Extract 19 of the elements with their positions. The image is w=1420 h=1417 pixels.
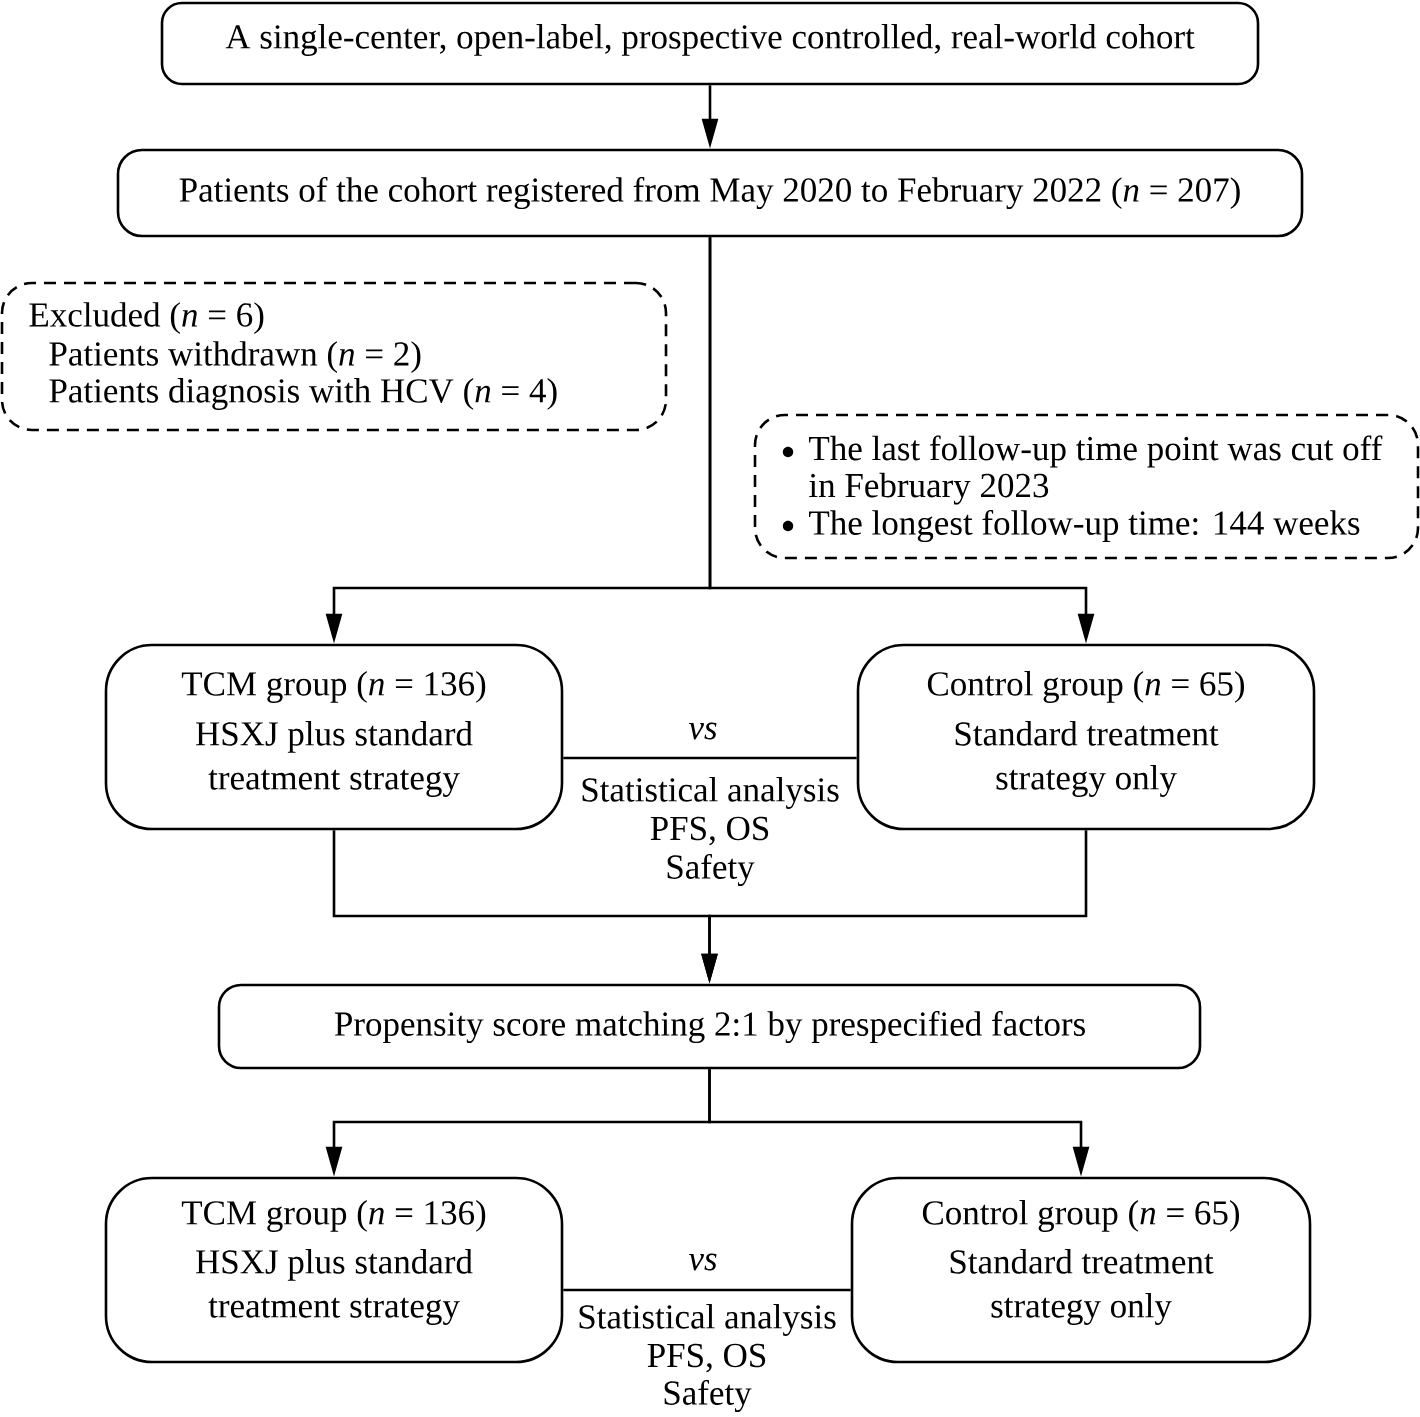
note-text: Statistical analysis	[579, 1304, 836, 1336]
group-box: Control group (n = 65) Standard treatment strategy only	[850, 1176, 1312, 1364]
note-text: Safety	[664, 1379, 752, 1413]
note-box: Excluded (n = 6) Patients withdrawn (n = 2) Patients diagnosis with HCV (n = 4)	[0, 281, 668, 432]
edge-label: vs	[688, 722, 717, 740]
connector-line	[563, 756, 857, 760]
group-box: Control group (n = 65) Standard treatment strategy only	[856, 643, 1316, 831]
note-box: The last follow-up time point was cut off in February 2023 The longest follow-up time: 144 weeks	[753, 413, 1420, 560]
connector-line	[563, 1288, 851, 1292]
note-text: Statistical analysis	[582, 777, 839, 809]
note-text: Safety	[667, 853, 755, 887]
process-box: Propensity score matching 2:1 by prespecified factors	[217, 983, 1202, 1070]
group-box: TCM group (n = 136) HSXJ plus standard treatment strategy	[104, 1176, 564, 1364]
note-text: PFS, OS	[647, 1343, 766, 1373]
note-text: PFS, OS	[650, 816, 769, 846]
edge-label: vs	[688, 1253, 717, 1271]
process-box: A single-center, open-label, prospective controlled, real-world cohort	[160, 1, 1260, 86]
process-box: Patients of the cohort registered from May 2020 to February 2022 (n = 207)	[116, 148, 1304, 238]
group-box: TCM group (n = 136) HSXJ plus standard treatment strategy	[104, 643, 564, 831]
